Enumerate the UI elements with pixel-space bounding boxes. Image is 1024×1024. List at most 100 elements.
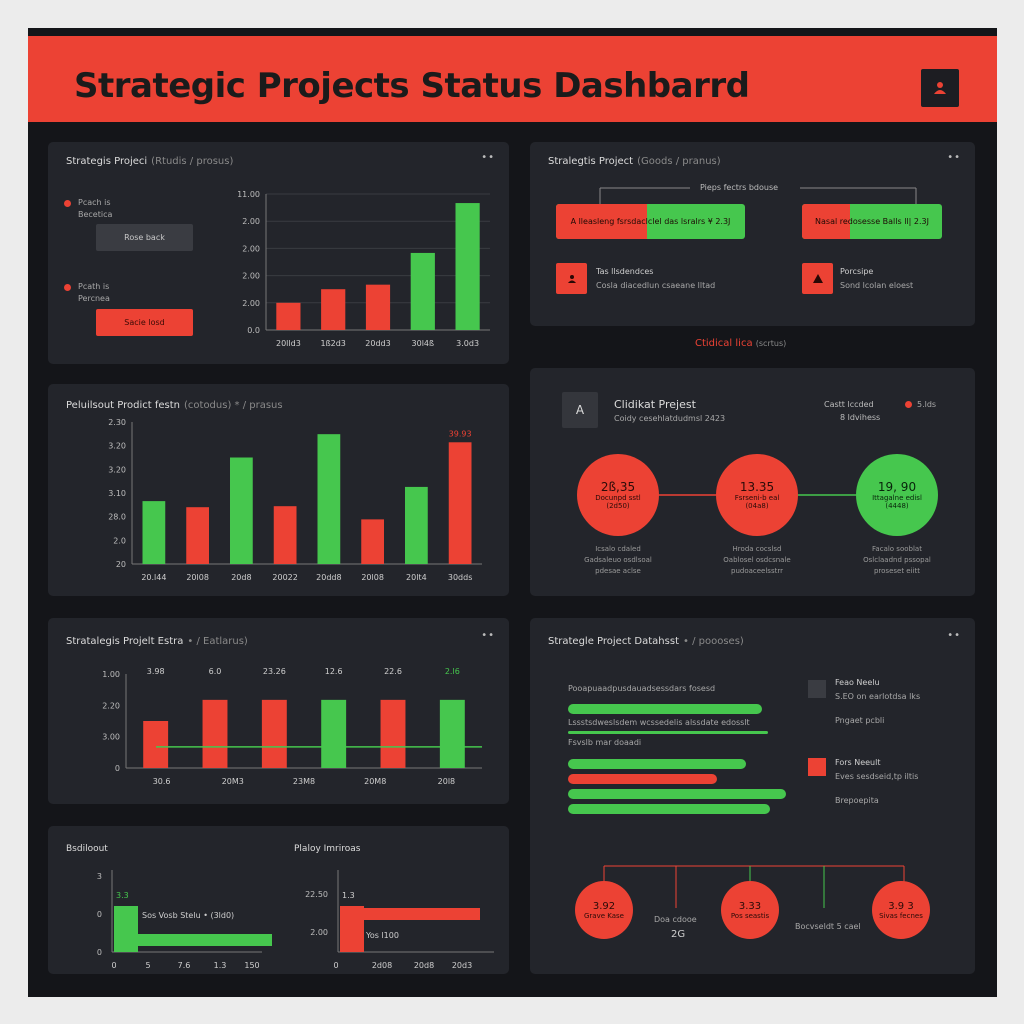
y-tick-label: 2.00: [242, 299, 260, 308]
bar: [202, 699, 228, 768]
item-sublabel: Becetica: [78, 210, 113, 219]
bar: [142, 501, 166, 564]
milestone-value: 19, 90: [877, 480, 917, 494]
milestone-label: Fsrseni-b eal: [734, 494, 780, 502]
panel-subtitle: (cotodus) * / prasus: [184, 400, 283, 411]
save-load-button[interactable]: Sacie losd: [96, 309, 193, 336]
project-subtitle: Coidy cesehlatdudmsl 2423: [614, 414, 726, 423]
milestone-label: Docunpd sstl: [595, 494, 641, 502]
legend-sub-2b: Brepoepita: [835, 796, 879, 805]
bar: [455, 203, 480, 330]
panel-menu-button[interactable]: ••: [947, 630, 961, 641]
progress-line-6: [568, 804, 770, 814]
x-tick-label: 5: [145, 961, 150, 970]
panel-title: Stratalegis Projelt Estra: [66, 636, 184, 647]
progress-bar-1: A lleasleng fsrsdaclclel das lsralrs ¥ 2…: [556, 204, 745, 239]
y-tick-label: 2.00: [242, 217, 260, 226]
row-label-1: Pooapuaadpusdauadsessdars fosesd: [568, 684, 716, 693]
y-tick-label: 3.00: [102, 733, 120, 742]
legend-value: 5.lds: [917, 400, 937, 409]
bar: [114, 906, 138, 952]
x-tick-label: 2d08: [372, 961, 392, 970]
bar: [439, 699, 465, 768]
outcome-circle-3[interactable]: 3.9 3 Sivas fecnes: [872, 881, 930, 939]
y-tick-label: 3.20: [108, 465, 126, 474]
panel-menu-button[interactable]: ••: [947, 152, 961, 163]
data-label: 12.6: [325, 667, 343, 676]
milestone-sub: (2d50): [606, 502, 630, 510]
milestone-circle-1[interactable]: 2ß,35 Docunpd sstl (2d50): [577, 454, 659, 536]
bar: [186, 507, 209, 564]
y-tick-label: 2.00: [242, 272, 260, 281]
legend-dot: [905, 401, 912, 408]
outcome-circle-1[interactable]: 3.92 Grave Kase: [575, 881, 633, 939]
y-tick-label: 1.00: [102, 670, 120, 679]
panel-title: Strategis Projeci: [66, 156, 148, 167]
x-tick-label: 20M3: [222, 777, 244, 786]
bar: [365, 284, 391, 330]
x-tick-label: 20l08: [186, 573, 209, 582]
panel-subtitle: (Rtudis / prosus): [151, 156, 234, 167]
data-label: 3.3: [116, 891, 129, 900]
bar: [276, 302, 301, 330]
legend-title-2: Fors Neeult: [835, 758, 881, 767]
y-tick-label: 0: [97, 910, 102, 919]
milestone-circle-2[interactable]: 13.35 Fsrseni-b eal (04a8): [716, 454, 798, 536]
legend-title-1: Feao Neelu: [835, 678, 880, 687]
x-tick-label: 30dds: [448, 573, 473, 582]
desc-line: Oablosel osdcsnale: [723, 556, 791, 564]
connector-lines: [599, 187, 917, 204]
bar: [380, 699, 406, 768]
x-tick-label: 20d8: [231, 573, 251, 582]
milestone-desc-2: Hroda cocslsd Oablosel osdcsnale pudoace…: [709, 544, 805, 577]
data-label: 22.6: [384, 667, 402, 676]
x-tick-label: 30.6: [153, 777, 171, 786]
x-tick-label: 3.0d3: [456, 339, 479, 348]
milestone-value: 2ß,35: [600, 480, 636, 494]
panel-title: Peluilsout Prodict festn: [66, 400, 180, 411]
x-tick-label: 0: [111, 961, 116, 970]
desc-line: pudoaceelsstrr: [731, 567, 783, 575]
mid-label-3: Bocvseldt 5 cael: [795, 922, 861, 931]
y-tick-label: 2.30: [108, 418, 126, 427]
panel-project-bars: Strategis Projeci(Rtudis / prosus) •• Pc…: [48, 142, 509, 364]
panel-project-progress: Stralegtis Project(Goods / pranus) •• Pi…: [530, 142, 975, 326]
y-tick-label: 2.00: [242, 244, 260, 253]
project-badge: A: [562, 392, 598, 428]
bar: [317, 434, 341, 564]
milestone-circle-3[interactable]: 19, 90 Ittagalne edisl (4448): [856, 454, 938, 536]
progress-bar-2-label: Nasal redosesse Balls ll| 2.3J: [815, 217, 929, 226]
bar: [230, 457, 253, 564]
center-label: Pieps fectrs bdouse: [700, 183, 779, 192]
y-tick-label: 20: [116, 560, 126, 569]
outcome-value: 3.33: [738, 900, 762, 912]
panel-menu-button[interactable]: ••: [481, 630, 495, 641]
panel-subtitle: • / poooses): [683, 636, 744, 647]
milestone-desc-1: Icsalo cdaled Gadsaleuo osdlsoal pdesae …: [570, 544, 666, 577]
bar: [273, 506, 297, 564]
panel-subtitle: • / Eatlarus): [187, 636, 248, 647]
user-button[interactable]: [921, 69, 959, 107]
milestone-sub: (4448): [885, 502, 909, 510]
timeline-connector: [658, 494, 856, 496]
progress-line-3: [568, 759, 746, 769]
outcome-circle-2[interactable]: 3.33 Pos seastis: [721, 881, 779, 939]
y-tick-label: 2.20: [102, 701, 120, 710]
panel-menu-button[interactable]: ••: [481, 152, 495, 163]
item-2-badge: [802, 263, 833, 294]
milestone-sub: (04a8): [745, 502, 769, 510]
progress-bar-2: Nasal redosesse Balls ll| 2.3J: [802, 204, 942, 239]
rose-back-button[interactable]: Rose back: [96, 224, 193, 251]
outcome-label: Sivas fecnes: [879, 911, 923, 920]
x-tick-label: 20dd8: [316, 573, 341, 582]
y-tick-label: 0.0: [247, 326, 260, 335]
critical-label: Ctidical lica (scrtus): [695, 338, 786, 349]
x-tick-label: 0: [333, 961, 338, 970]
y-tick-label: 2.0: [113, 536, 126, 545]
x-tick-label: 20l08: [361, 573, 384, 582]
dashboard-frame: Strategic Projects Status Dashbarrd Stra…: [28, 28, 997, 997]
x-tick-label: 1.3: [214, 961, 227, 970]
data-label: 2.l6: [445, 667, 460, 676]
